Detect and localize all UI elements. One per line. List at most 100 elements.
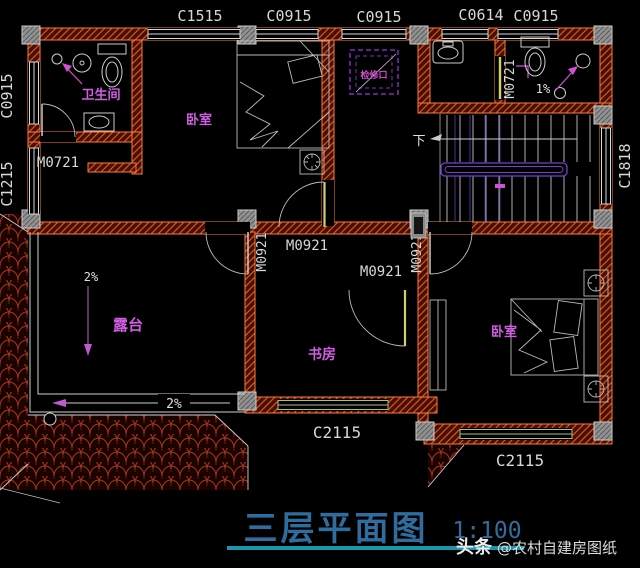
roof-edge-lines xyxy=(0,213,465,491)
window-label: C0915 xyxy=(266,7,311,25)
washbasin-cabinet xyxy=(83,112,115,132)
door-label: M0921 xyxy=(286,238,328,254)
pillar xyxy=(593,421,613,441)
toilet-icon xyxy=(524,47,546,77)
washbasin-bowl xyxy=(437,46,459,60)
toilet-tank xyxy=(97,43,127,55)
floor-drain-icon xyxy=(51,53,63,65)
room-label-study: 书房 xyxy=(308,346,336,363)
window-label: C0915 xyxy=(0,73,16,118)
lamp-spokes xyxy=(304,154,320,170)
slope-label-vertical: 2% xyxy=(84,270,99,284)
wall-bath2-bottom xyxy=(417,102,613,114)
door-swing-arc xyxy=(41,103,76,138)
drawing-title: 三层平面图 xyxy=(244,509,429,549)
blanket-fold-lines xyxy=(287,40,330,149)
window-label: C1215 xyxy=(0,161,16,206)
bed-outline xyxy=(236,40,330,149)
washbasin-icon xyxy=(432,40,464,64)
pillar xyxy=(415,421,435,441)
window-label: C0614 xyxy=(458,6,503,24)
tv-screen xyxy=(414,217,423,234)
toilet-bowl-inner xyxy=(528,52,542,72)
wall-middle xyxy=(27,221,613,235)
toilet-tank xyxy=(520,36,550,48)
window-label: C1515 xyxy=(177,7,222,25)
watermark-account: @农村自建房图纸 xyxy=(497,539,617,557)
door-swing-arc xyxy=(429,231,473,275)
stair-treads-upper xyxy=(446,115,591,162)
lamp-spokes xyxy=(588,381,604,397)
window-c2115-bedroom: C2115 xyxy=(459,428,573,470)
pillar xyxy=(593,25,613,45)
stair-handrail-inner xyxy=(444,166,564,173)
window-c1818: C1818 xyxy=(600,127,634,205)
stairs-down-label: 下 xyxy=(412,134,425,149)
pillow xyxy=(553,299,583,337)
lamp-spokes xyxy=(588,275,604,291)
watermark: 头条 @农村自建房图纸 xyxy=(456,536,617,558)
pillar xyxy=(21,25,41,45)
quilt-folds xyxy=(510,298,549,374)
nightstand xyxy=(299,149,325,175)
door-m0921-bedroom2: M0921 xyxy=(410,222,473,275)
slope-bath-label: 1% xyxy=(536,82,551,96)
door-swing-arc xyxy=(205,231,249,275)
wall-vestibule-horizontal xyxy=(87,162,137,173)
stair-marker xyxy=(495,184,505,188)
watermark-brand: 头条 xyxy=(456,536,493,558)
title-block: 三层平面图 1:100 xyxy=(227,509,524,550)
door-swing-arc xyxy=(348,289,406,347)
bathroom1-fixtures xyxy=(51,43,127,132)
window-c0614: C0614 xyxy=(441,6,504,40)
slope-arrow-head xyxy=(568,66,578,75)
bathroom2-fixtures: 1% xyxy=(520,36,591,99)
washbasin-tap xyxy=(442,41,454,47)
wall-nook-partition xyxy=(417,39,431,104)
wall-bathroom-right xyxy=(131,39,143,133)
shower-drain-icon xyxy=(575,53,591,69)
nightstand xyxy=(583,375,609,403)
sink-icon xyxy=(72,53,92,73)
wall-vestibule-vertical xyxy=(131,131,143,175)
slope-arrow-vertical xyxy=(84,344,92,356)
wash-nook xyxy=(432,40,464,64)
terrace-drain-icon xyxy=(43,412,57,426)
title-underline xyxy=(227,546,524,550)
slope-arrow-head xyxy=(62,63,72,72)
quilt-folds xyxy=(239,81,279,148)
pillar xyxy=(409,25,429,45)
pillar xyxy=(593,209,613,229)
door-m0721-bathroom2: M0721 xyxy=(495,56,529,100)
terrace: 2% 2% xyxy=(29,232,245,426)
access-hatch-outer xyxy=(349,49,399,95)
stair-direction-arrow xyxy=(430,134,442,141)
stair-treads-lower xyxy=(446,176,591,222)
floor-drain-icon xyxy=(554,87,566,99)
window-label: C2115 xyxy=(496,451,544,470)
staircase: 下 xyxy=(412,114,591,222)
room-label-bedroom1: 卧室 xyxy=(186,112,212,128)
bed-outline xyxy=(510,298,599,376)
door-label: M0721 xyxy=(503,59,518,98)
pillow xyxy=(549,335,579,373)
toilet-bowl-inner xyxy=(105,61,119,83)
pillar xyxy=(593,105,613,125)
window-c2115-study: C2115 xyxy=(277,399,389,442)
sink-drain xyxy=(79,60,85,66)
window-c0915-top3: C0915 xyxy=(497,7,559,40)
door-label: M0921 xyxy=(360,264,402,280)
window-c0915-top2: C0915 xyxy=(341,8,407,40)
wall-right xyxy=(599,27,613,445)
bedroom1-furniture xyxy=(236,40,330,175)
access-hatch: 检修口 xyxy=(349,49,399,95)
pillow xyxy=(287,54,323,84)
room-label-bathroom: 卫生间 xyxy=(81,87,120,103)
stair-handrail-outer xyxy=(440,162,568,177)
door-m0921-bedroom1: M0921 xyxy=(278,180,334,254)
drawing-scale: 1:100 xyxy=(452,518,521,544)
door-label: M0921 xyxy=(410,233,425,272)
door-swing-arc xyxy=(278,181,325,228)
window-c1515: C1515 xyxy=(147,7,241,40)
